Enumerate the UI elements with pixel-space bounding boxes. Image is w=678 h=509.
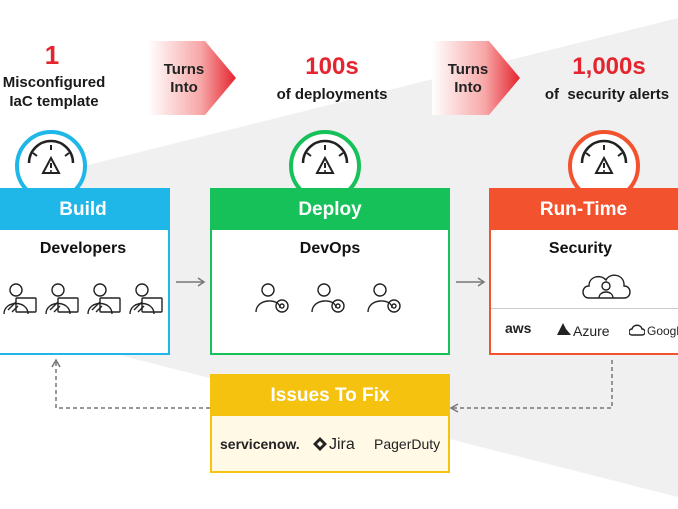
- runtime-card: Run-Time Security aws Azure Google: [489, 188, 678, 355]
- devops-gear-user-icon: [255, 283, 289, 313]
- security-cloud-user-icon: [582, 274, 631, 299]
- servicenow-logo: servicenow.: [220, 436, 300, 452]
- build-count: 1: [44, 40, 60, 70]
- issues-card-title: Issues To Fix: [212, 376, 448, 416]
- build-card-subtitle: Developers: [39, 240, 127, 257]
- feedback-arrow-left: [51, 358, 210, 409]
- deploy-count: 100s: [305, 53, 359, 80]
- deploy-card-title: Deploy: [212, 190, 448, 230]
- devops-gear-user-icon: [311, 283, 345, 313]
- turns-into-label-1b: Into: [170, 79, 198, 96]
- developer-icon: [129, 283, 163, 315]
- runtime-card-title: Run-Time: [491, 190, 678, 230]
- deploy-text: of deployments: [276, 86, 388, 103]
- turns-into-label-2a: Turns: [447, 61, 489, 78]
- pagerduty-logo: PagerDuty: [374, 436, 441, 452]
- developer-icon-row: [3, 283, 163, 315]
- chevron-arrow-icon: [148, 41, 236, 115]
- build-line1: Misconfigured: [2, 74, 106, 91]
- runtime-count: 1,000s: [572, 53, 646, 80]
- flow-arrow: [176, 277, 206, 287]
- aws-logo: aws: [505, 320, 532, 336]
- issues-card: Issues To Fix servicenow. Jira PagerDuty: [210, 374, 450, 473]
- google-logo: Google: [647, 324, 678, 338]
- jira-logo: Jira: [329, 436, 355, 453]
- gauge-icon: [289, 130, 361, 202]
- developer-icon: [87, 283, 121, 315]
- runtime-card-subtitle: Security: [548, 240, 613, 257]
- developer-icon: [45, 283, 79, 315]
- chevron-arrow-icon: [432, 41, 520, 115]
- feedback-arrow-right: [449, 360, 613, 413]
- build-card-title: Build: [0, 190, 168, 230]
- turns-into-label-2b: Into: [454, 79, 482, 96]
- deploy-card: Deploy DevOps: [210, 188, 450, 355]
- runtime-text: of security alerts: [544, 86, 670, 103]
- azure-logo-icon: [557, 323, 571, 335]
- gauge-icon: [15, 130, 87, 202]
- jira-logo-icon: [313, 437, 327, 451]
- developer-icon: [3, 283, 37, 315]
- build-line2: IaC template: [9, 93, 99, 110]
- google-cloud-icon: [629, 324, 645, 336]
- flow-arrow: [456, 277, 486, 287]
- azure-logo: Azure: [573, 323, 610, 339]
- devops-icon-row: [255, 283, 401, 313]
- runtime-divider: [491, 308, 678, 309]
- build-card: Build Developers: [0, 188, 170, 355]
- devops-gear-user-icon: [367, 283, 401, 313]
- gauge-icon: [568, 130, 640, 202]
- turns-into-label-1a: Turns: [163, 61, 205, 78]
- deploy-card-subtitle: DevOps: [299, 240, 361, 257]
